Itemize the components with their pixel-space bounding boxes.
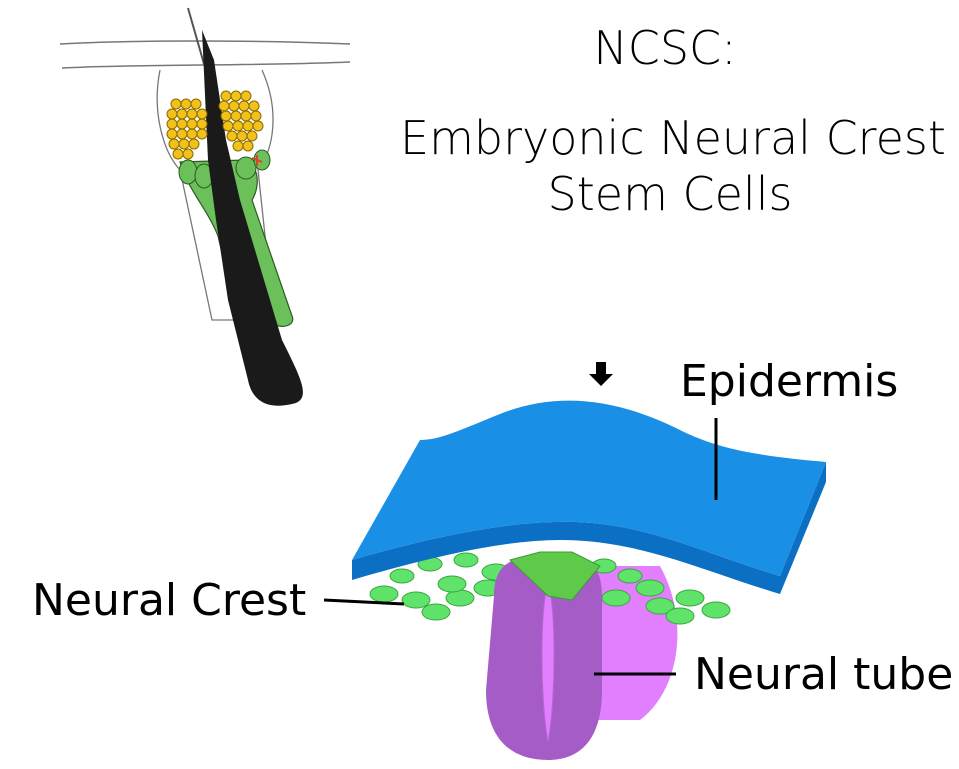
title-line-2: Embryonic Neural Crest [400,112,930,164]
neural-tube-label: Neural tube [694,650,953,700]
epidermis-label: Epidermis [680,357,898,407]
title-line-3: Stem Cells [520,168,820,220]
neural-crest-label: Neural Crest [32,576,306,626]
title-line-1: NCSC: [560,22,770,74]
down-arrow-icon [589,362,613,386]
